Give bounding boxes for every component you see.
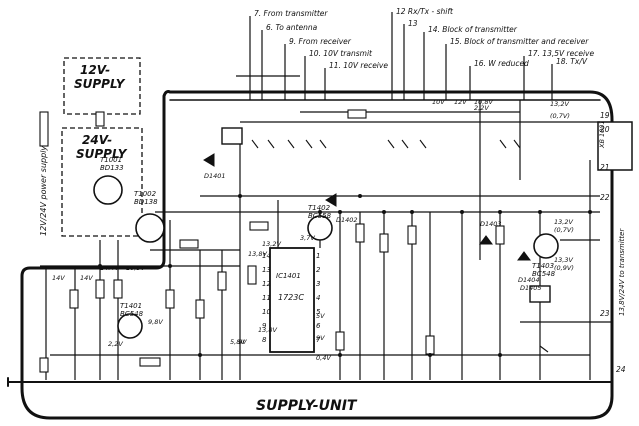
- voltage-label: 3,7V: [300, 234, 315, 242]
- voltage-label: 10V: [432, 98, 445, 106]
- connector-20: 20: [600, 125, 610, 134]
- voltage-label: 9,8V: [148, 318, 163, 326]
- control-label-9: 9. From receiver: [289, 37, 352, 46]
- supply-24v-box: [61, 127, 143, 237]
- diode-ref-1: D1402: [336, 216, 358, 224]
- connector-19: 19: [600, 111, 610, 120]
- control-label-7: 7. From transmitter: [254, 9, 328, 18]
- cable-box-ref: XB 1001: [598, 120, 606, 149]
- ic-pin-1: 1: [316, 252, 320, 260]
- diode-ref-2: D1403: [480, 220, 502, 228]
- transistor-type-T1001: BD133: [100, 164, 124, 172]
- connector-23-note: 13,8V/24V to transmitter: [618, 228, 626, 316]
- diode-ref-0: D1401: [204, 172, 226, 180]
- ic-pin-12: 12: [262, 280, 271, 288]
- ic-pin-3: 3: [316, 280, 320, 288]
- transistor-ref-T1403: T1403: [532, 262, 554, 270]
- supply-12v-line1: 12V-: [80, 63, 110, 77]
- voltage-label: 9V: [316, 334, 325, 342]
- control-label-10: 10. 10V transmit: [309, 49, 373, 58]
- ic-pin-14: 14: [262, 252, 271, 260]
- ic-pin-13: 13: [262, 266, 271, 274]
- voltage-label: 5,8V: [230, 338, 245, 346]
- transistor-ref-T1001: T1001: [100, 156, 122, 164]
- voltage-label: 2,2V: [474, 104, 489, 112]
- transistor-ref-T1401: T1401: [120, 302, 142, 310]
- voltage-label: 13,3V: [554, 256, 573, 264]
- relay-2: [529, 285, 551, 303]
- voltage-label: 13,2V: [554, 218, 573, 226]
- ic-1723c: [269, 247, 315, 353]
- voltage-label: 13,2V: [550, 100, 569, 108]
- voltage-label: (0,7V): [550, 112, 570, 120]
- voltage-label: (0,9V): [554, 264, 574, 272]
- ic-pin-4: 4: [316, 294, 320, 302]
- control-label-18: 18. Tx/V: [556, 57, 588, 66]
- transistor-t1403: [533, 233, 559, 259]
- transistor-type-T1401: BC548: [120, 310, 144, 318]
- diode-ref-3: D1404: [518, 276, 540, 284]
- ic-pin-9: 9: [262, 322, 267, 330]
- voltage-label: 14V: [80, 274, 93, 282]
- connector-24: 24: [616, 365, 626, 374]
- supply-24v-line2: SUPPLY: [76, 147, 128, 161]
- voltage-label: 0,4V: [316, 354, 331, 362]
- ic-type: 1723C: [278, 293, 304, 302]
- voltage-label: 2,2V: [108, 340, 123, 348]
- supply-24v-line1: 24V-: [82, 133, 112, 147]
- voltage-label: 12V: [454, 98, 467, 106]
- control-label-17: 17. 13,5V receive: [528, 49, 594, 58]
- transistor-type-T1002: BD138: [134, 198, 158, 206]
- ic-pin-7: 7: [316, 336, 321, 344]
- ic-ref: IC1401: [276, 272, 301, 280]
- transistor-type-T1403: BC548: [532, 270, 556, 278]
- voltage-label: 9V: [238, 338, 247, 346]
- voltage-label: 13,8V: [248, 250, 267, 258]
- diode-ref-4: D1405: [520, 284, 542, 292]
- transistor-ref-T1402: T1402: [308, 204, 331, 212]
- supply-unit-label: SUPPLY-UNIT: [256, 398, 358, 414]
- transistor-t1402: [307, 215, 333, 241]
- connector-23: 23: [600, 309, 610, 318]
- supply-note: 12V/24V power supply: [39, 146, 48, 236]
- voltage-label: 10,8V: [474, 98, 493, 106]
- cable-box: [597, 121, 633, 171]
- ic-pin-6: 6: [316, 322, 321, 330]
- supply-12v-line2: SUPPLY: [74, 77, 126, 91]
- supply-unit-frame: [20, 90, 614, 420]
- transistor-t1401: [117, 313, 143, 339]
- relay-1: [221, 127, 243, 145]
- control-label-6: 6. To antenna: [266, 23, 318, 32]
- ic-pin-2: 2: [316, 266, 321, 274]
- control-label-11: 11. 10V receive: [329, 61, 388, 70]
- connector-22: 22: [600, 193, 610, 202]
- transistor-ref-T1002: T1002: [134, 190, 157, 198]
- transistor-t1002: [135, 213, 165, 243]
- voltage-label: 13,8V: [258, 326, 277, 334]
- ic-pin-10: 10: [262, 308, 271, 316]
- control-label-12: 12 Rx/Tx - shift: [396, 7, 454, 16]
- voltage-label: 5V: [316, 312, 325, 320]
- voltage-label: 14.4V: [100, 264, 119, 272]
- control-label-13: 13: [408, 19, 418, 28]
- ic-pin-8: 8: [262, 336, 267, 344]
- ic-pin-5: 5: [316, 308, 321, 316]
- control-label-16: 16. W reduced: [474, 59, 529, 68]
- voltage-label: (0,7V): [554, 226, 574, 234]
- control-label-14: 14. Block of transmitter: [428, 25, 518, 34]
- voltage-label: 10,5V: [126, 264, 145, 272]
- control-label-15: 15. Block of transmitter and receiver: [450, 37, 589, 46]
- voltage-label: 13,2V: [262, 240, 281, 248]
- connector-21: 21: [600, 163, 610, 172]
- transistor-type-T1402: BC558: [308, 212, 332, 220]
- ic-pin-11: 11: [262, 294, 271, 302]
- voltage-label: 14V: [52, 274, 65, 282]
- transistor-t1001: [93, 175, 123, 205]
